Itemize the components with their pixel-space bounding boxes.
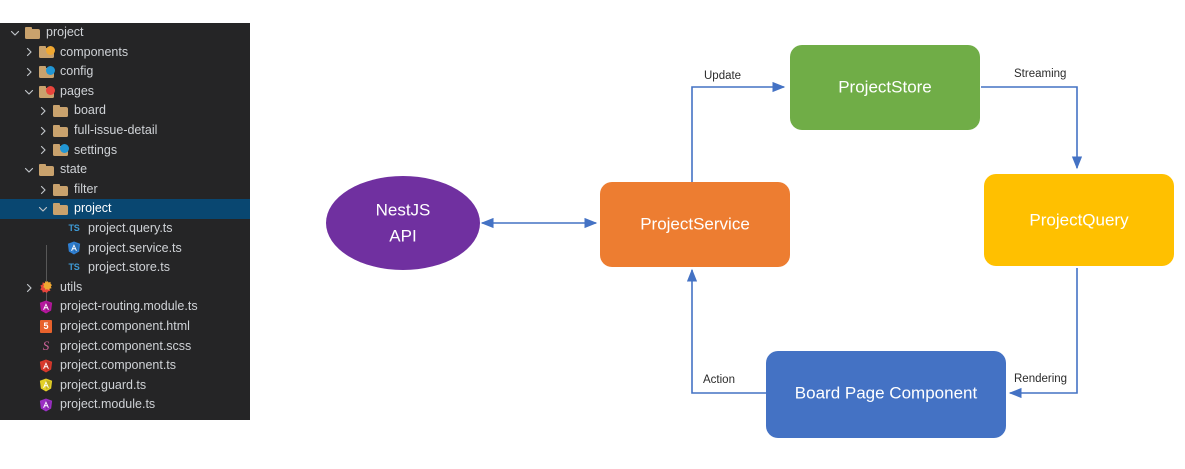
tree-row[interactable]: state [0,160,250,180]
tree-row[interactable]: 5 project.component.html [0,317,250,337]
tree-row[interactable]: components [0,43,250,63]
chevron-down-icon[interactable] [22,165,36,175]
edge-query-board: Rendering [1008,268,1078,399]
node-nestjs-api[interactable]: NestJS API [326,176,480,270]
tree-row-label: board [74,103,106,118]
node-board-page-component-label: Board Page Component [795,383,978,402]
angular-guard-icon [36,378,56,392]
tree-row[interactable]: config [0,62,250,82]
folder-config-icon [36,65,56,78]
tree-row-label: project [74,201,112,216]
node-nestjs-api-label-line1: NestJS [376,200,431,219]
folder-icon [50,203,70,216]
angular-module-icon [36,398,56,412]
chevron-down-icon[interactable] [8,28,22,38]
tree-row[interactable]: project.guard.ts [0,376,250,396]
node-board-page-component[interactable]: Board Page Component [766,351,1006,438]
angular-service-icon [64,241,84,255]
folder-icon [50,183,70,196]
tree-row-label: project [46,25,84,39]
chevron-right-icon[interactable] [36,106,50,116]
tree-row[interactable]: TS project.store.ts [0,258,250,278]
folder-icon [50,124,70,137]
edge-label-streaming: Streaming [1014,68,1066,80]
tree-row-label: project.component.html [60,318,190,333]
node-project-store-label: ProjectStore [838,77,932,96]
edge-board-service: Action [686,268,766,394]
tree-row[interactable]: settings [0,141,250,161]
angular-component-icon [36,359,56,373]
tree-row-label: project.store.ts [88,260,170,275]
sass-file-icon: S [42,338,50,354]
tree-row[interactable]: utils [0,278,250,298]
tree-row-label: project.component.ts [60,358,177,373]
folder-icon [36,163,56,176]
edge-label-update: Update [704,70,741,82]
typescript-file-icon: TS [68,262,80,273]
folder-icon [50,105,70,118]
chevron-right-icon[interactable] [36,126,50,136]
tree-row-label: project-routing.module.ts [60,299,198,314]
folder-icon [22,26,42,39]
tree-row-label: full-issue-detail [74,122,158,137]
tree-row[interactable]: filter [0,180,250,200]
folder-config-icon [50,144,70,157]
tree-row-selected[interactable]: project [0,199,250,219]
tree-row[interactable]: pages [0,82,250,102]
node-project-query[interactable]: ProjectQuery [984,174,1174,266]
typescript-file-icon: TS [68,222,80,233]
file-explorer-panel[interactable]: project components config pages board full-is… [0,23,250,420]
folder-components-icon [36,46,56,59]
tree-row-label: pages [60,83,95,98]
tree-row-label: utils [60,279,83,294]
edge-label-action: Action [703,374,735,386]
chevron-right-icon[interactable] [22,67,36,77]
folder-pages-icon [36,85,56,98]
architecture-diagram: ProjectService --> Update Streaming Rend… [300,0,1185,469]
tree-row[interactable]: project.service.ts [0,239,250,259]
chevron-down-icon[interactable] [22,87,36,97]
chevron-down-icon[interactable] [36,204,50,214]
chevron-right-icon[interactable] [22,283,36,293]
chevron-right-icon[interactable] [36,145,50,155]
node-project-service-label: ProjectService [640,214,750,233]
node-nestjs-api-label-line2: API [389,226,416,245]
tree-row-label: filter [74,181,98,196]
tree-row-label: project.component.scss [60,338,192,353]
html5-file-icon: 5 [36,320,56,334]
angular-routing-module-icon [36,300,56,314]
edge-service-store: Update [691,70,786,185]
tree-row-label: state [60,162,88,177]
tree-row[interactable]: project [0,23,250,43]
tree-row-label: project.guard.ts [60,377,147,392]
tree-row[interactable]: project.component.ts [0,356,250,376]
tree-row-label: config [60,64,94,79]
utils-folder-icon [36,281,56,294]
chevron-right-icon[interactable] [22,47,36,57]
edge-label-rendering: Rendering [1014,373,1067,385]
tree-row-label: settings [74,142,118,157]
tree-row-label: project.service.ts [88,240,182,255]
chevron-right-icon[interactable] [36,185,50,195]
tree-row[interactable]: full-issue-detail [0,121,250,141]
node-project-service[interactable]: ProjectService [600,182,790,267]
node-project-query-label: ProjectQuery [1029,210,1129,229]
tree-row[interactable]: project.module.ts [0,395,250,415]
node-project-store[interactable]: ProjectStore [790,45,980,130]
tree-row-label: components [60,44,129,59]
file-tree[interactable]: project components config pages board full-is… [0,23,250,415]
tree-row[interactable]: project-routing.module.ts [0,297,250,317]
tree-indent-guide [46,245,47,303]
tree-row-label: project.query.ts [88,220,173,235]
tree-row[interactable]: TS project.query.ts [0,219,250,239]
tree-row-label: project.module.ts [60,397,156,412]
tree-row[interactable]: board [0,101,250,121]
edge-store-query: Streaming [981,68,1083,170]
